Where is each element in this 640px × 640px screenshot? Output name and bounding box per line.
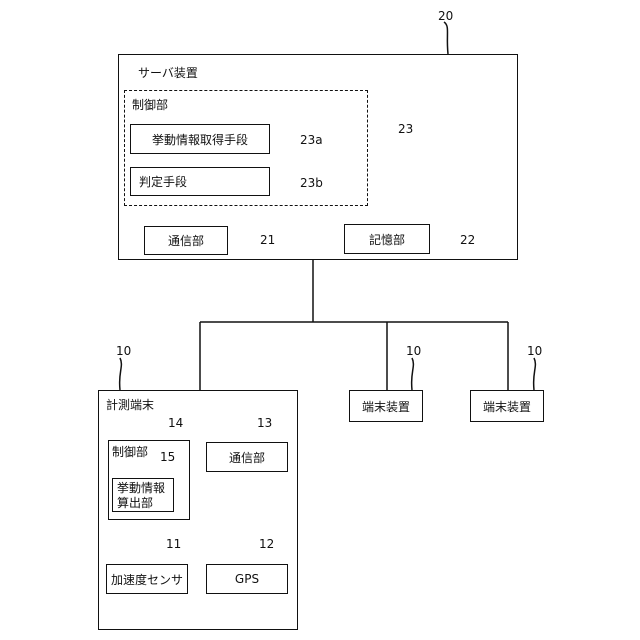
terminal-control-ref: 14 bbox=[168, 416, 183, 430]
server-ref-number: 20 bbox=[438, 9, 453, 23]
terminal-control-title: 制御部 bbox=[112, 445, 148, 459]
server-comm-ref: 21 bbox=[260, 233, 275, 247]
terminal-device-a: 端末装置 bbox=[349, 390, 423, 422]
gps-ref: 12 bbox=[259, 537, 274, 551]
terminal-device-b-label: 端末装置 bbox=[483, 398, 531, 415]
behavior-acquire-means: 挙動情報取得手段 bbox=[130, 124, 270, 154]
leader-10-measure bbox=[120, 358, 122, 390]
behavior-acquire-label: 挙動情報取得手段 bbox=[152, 131, 248, 148]
behavior-calc-ref: 15 bbox=[160, 450, 175, 464]
server-control-title: 制御部 bbox=[132, 98, 168, 112]
judge-means-ref: 23b bbox=[300, 176, 323, 190]
leader-10-terminal-b bbox=[534, 358, 536, 390]
behavior-calc-unit: 挙動情報 算出部 bbox=[112, 478, 174, 512]
behavior-acquire-ref: 23a bbox=[300, 133, 323, 147]
accelerometer-ref: 11 bbox=[166, 537, 181, 551]
server-title: サーバ装置 bbox=[138, 66, 198, 80]
gps-unit: GPS bbox=[206, 564, 288, 594]
accelerometer-unit: 加速度センサ bbox=[106, 564, 188, 594]
storage-label: 記憶部 bbox=[369, 231, 405, 248]
server-comm-unit: 通信部 bbox=[144, 226, 228, 255]
terminal-device-a-ref: 10 bbox=[406, 344, 421, 358]
gps-label: GPS bbox=[235, 572, 259, 586]
terminal-device-a-label: 端末装置 bbox=[362, 398, 410, 415]
storage-unit: 記憶部 bbox=[344, 224, 430, 254]
judge-means-label: 判定手段 bbox=[139, 175, 187, 189]
server-comm-label: 通信部 bbox=[168, 232, 204, 249]
terminal-comm-label: 通信部 bbox=[229, 449, 265, 466]
measurement-terminal-ref: 10 bbox=[116, 344, 131, 358]
leader-10-terminal-a bbox=[412, 358, 414, 390]
storage-ref: 22 bbox=[460, 233, 475, 247]
terminal-comm-ref: 13 bbox=[257, 416, 272, 430]
terminal-device-b-ref: 10 bbox=[527, 344, 542, 358]
judge-means: 判定手段 bbox=[130, 167, 270, 196]
terminal-device-b: 端末装置 bbox=[470, 390, 544, 422]
leader-20 bbox=[444, 22, 448, 54]
terminal-comm-unit: 通信部 bbox=[206, 442, 288, 472]
accelerometer-label: 加速度センサ bbox=[111, 571, 183, 588]
server-control-ref: 23 bbox=[398, 122, 413, 136]
measurement-terminal-title: 計測端末 bbox=[106, 398, 154, 412]
